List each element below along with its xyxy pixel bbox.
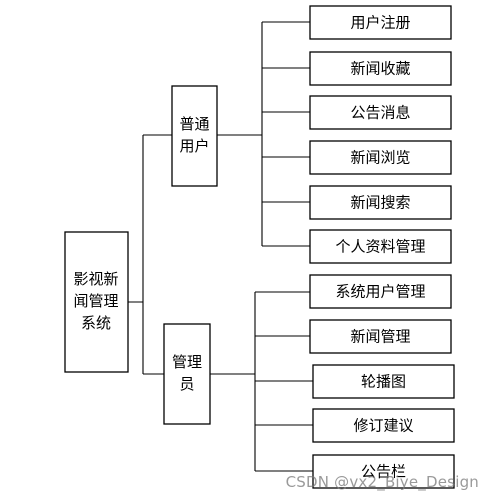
user-leaf-4: 新闻浏览 [309, 140, 452, 175]
user-leaf-2-label: 新闻收藏 [350, 60, 410, 78]
admin-leaf-2-label: 新闻管理 [350, 328, 410, 346]
user-leaf-3-label: 公告消息 [350, 104, 410, 122]
root-line-1: 影视新 [73, 270, 118, 288]
admin-leaf-1-label: 系统用户管理 [335, 283, 425, 301]
group-admin-line-1: 管理 [172, 353, 202, 371]
group-user-line-1: 普通 [179, 115, 209, 133]
watermark: CSDN @vx2_Biye_Design [285, 473, 479, 491]
root-line-3: 系统 [81, 314, 111, 332]
admin-leaf-5: 公告栏 [312, 454, 455, 489]
admin-leaf-1: 系统用户管理 [309, 274, 452, 309]
admin-leaf-5-label: 公告栏 [361, 463, 406, 481]
user-leaf-6-label: 个人资料管理 [335, 238, 425, 256]
user-leaf-3: 公告消息 [309, 95, 452, 130]
user-leaf-4-label: 新闻浏览 [350, 149, 410, 167]
user-leaf-1: 用户注册 [309, 5, 452, 40]
admin-leaf-4-label: 修订建议 [353, 417, 413, 435]
user-leaf-1-label: 用户注册 [350, 14, 410, 32]
connector-root-trunk [128, 134, 172, 375]
connector-group-admin [210, 291, 313, 472]
admin-leaf-2: 新闻管理 [309, 319, 452, 354]
admin-leaf-4: 修订建议 [312, 408, 455, 443]
user-leaf-5-label: 新闻搜索 [350, 194, 410, 212]
user-leaf-2: 新闻收藏 [309, 51, 452, 86]
admin-leaf-3-label: 轮播图 [361, 373, 406, 391]
connectors [128, 21, 313, 472]
root-node: 影视新 闻管理 系统 [64, 231, 129, 373]
connector-group-user [217, 21, 310, 247]
user-leaf-6: 个人资料管理 [309, 229, 452, 264]
group-ordinary-user: 普通 用户 [171, 85, 218, 187]
group-administrator: 管理 员 [163, 323, 211, 425]
root-line-2: 闻管理 [73, 292, 118, 310]
user-leaf-5: 新闻搜索 [309, 185, 452, 220]
group-user-line-2: 用户 [179, 137, 209, 155]
group-admin-line-2: 员 [179, 375, 194, 393]
admin-leaf-3: 轮播图 [312, 364, 455, 399]
